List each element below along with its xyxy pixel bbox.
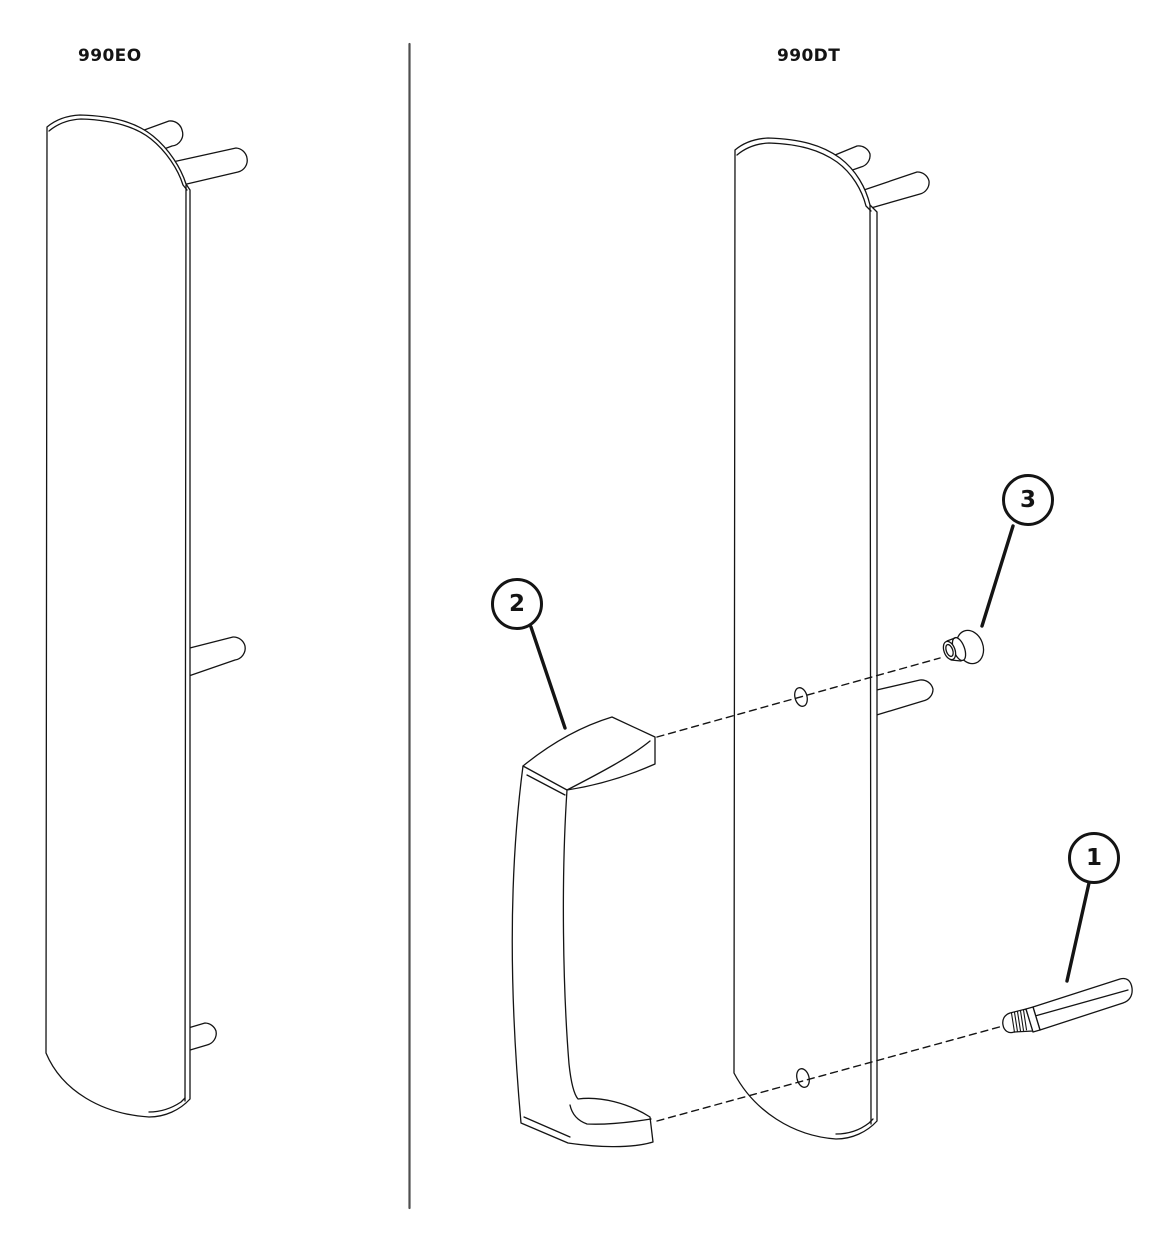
model-label-990eo: 990EO bbox=[78, 46, 142, 66]
stud-body-facet-line bbox=[1034, 989, 1129, 1017]
plate-front-edge bbox=[184, 184, 187, 1102]
callout-2-badge: 2 bbox=[491, 578, 543, 630]
pull-handle bbox=[511, 716, 656, 1148]
fastener-thread-bore bbox=[945, 643, 954, 658]
callout-3-number: 3 bbox=[1019, 487, 1036, 513]
callout-1-badge: 1 bbox=[1068, 832, 1120, 884]
stud-body bbox=[1032, 977, 1133, 1031]
handle-top-chamfer-edge-inner bbox=[526, 774, 566, 796]
mounting-pin-top-right bbox=[857, 171, 930, 211]
escutcheon-plate-990eo-figure bbox=[45, 114, 248, 1118]
callout-3-badge: 3 bbox=[1002, 474, 1054, 526]
handle-top-face-front-edge bbox=[566, 740, 651, 791]
callout-1-number: 1 bbox=[1085, 845, 1102, 871]
callout-leader-line-2 bbox=[529, 625, 567, 730]
fastener-barrel-sides bbox=[946, 637, 962, 662]
escutcheon-plate-990dt-figure bbox=[733, 137, 934, 1140]
pull-handle-outline bbox=[511, 716, 656, 1148]
handle-bottom-face-front-edge bbox=[569, 1104, 652, 1125]
assembly-axis-dashed-line-top bbox=[656, 657, 941, 738]
mounting-pin-top-right bbox=[167, 147, 248, 188]
callout-2-number: 2 bbox=[508, 591, 525, 617]
stud-thread-tip bbox=[1002, 1008, 1034, 1034]
plate-top-arc-inner bbox=[48, 118, 188, 191]
screw-hole-bottom bbox=[796, 1068, 810, 1088]
assembly-axis-dashed-line-bottom bbox=[656, 1025, 1004, 1122]
callout-leader-line-1 bbox=[1065, 881, 1091, 983]
model-label-990dt: 990DT bbox=[777, 46, 841, 66]
plate-outline bbox=[45, 114, 191, 1118]
stud-thread-hatching bbox=[1010, 1009, 1028, 1033]
handle-top-chamfer-edge bbox=[522, 765, 568, 791]
plate-bottom-edge-inner bbox=[835, 1118, 874, 1135]
plate-top-arc-inner bbox=[736, 142, 872, 212]
threaded-stud-fastener bbox=[1002, 977, 1133, 1034]
plate-bottom-edge-inner bbox=[148, 1097, 186, 1113]
plate-outline bbox=[733, 137, 878, 1140]
stud-shoulder bbox=[1025, 1006, 1041, 1033]
mounting-pin-middle bbox=[867, 679, 934, 718]
plate-front-edge bbox=[869, 204, 872, 1125]
handle-bottom-chamfer-edge bbox=[523, 1116, 571, 1138]
mounting-pin-middle bbox=[177, 636, 246, 680]
barrel-nut-fastener bbox=[942, 629, 985, 665]
callout-leader-line-3 bbox=[980, 524, 1015, 628]
